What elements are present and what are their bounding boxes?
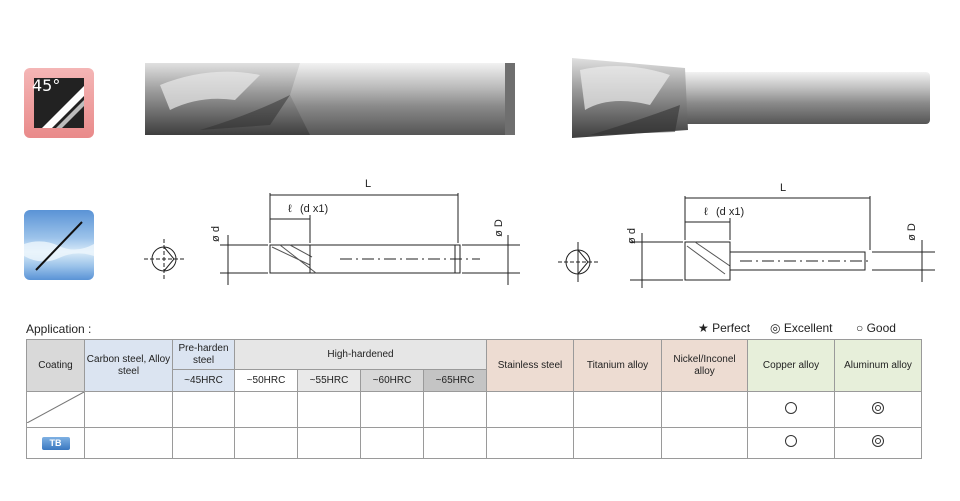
application-table: Coating Carbon steel, Alloy steel Pre-ha…	[26, 339, 922, 459]
tb-coating-badge: TB	[41, 436, 70, 450]
legend-good-label: Good	[866, 321, 896, 335]
legend-good: ○ Good	[856, 321, 896, 335]
dim-L-right: L	[780, 182, 787, 194]
header-titanium: Titanium alloy	[573, 339, 662, 392]
dim-L-left: L	[365, 178, 372, 190]
excellent-mark-icon	[872, 401, 884, 414]
header-high-hardened: High-hardened	[234, 339, 487, 370]
header-55hrc: ~55HRC	[297, 369, 361, 392]
header-coating: Coating	[26, 339, 85, 392]
header-60hrc: ~60HRC	[360, 369, 424, 392]
dim-D-right: ø D	[905, 223, 918, 241]
dim-l-right: ℓ	[704, 206, 708, 218]
good-mark-icon	[785, 401, 797, 414]
diagonal-slash-icon	[26, 391, 85, 424]
header-stainless: Stainless steel	[486, 339, 574, 392]
good-mark-icon	[785, 435, 797, 447]
application-label: Application :	[26, 322, 92, 336]
wave-cut-icon	[24, 210, 94, 280]
header-copper: Copper alloy	[747, 339, 835, 392]
header-aluminum: Aluminum alloy	[834, 339, 922, 392]
legend-perfect-label: Perfect	[712, 321, 751, 335]
end-mill-photo-right	[572, 58, 930, 138]
end-mill-photo-left	[145, 63, 515, 135]
double-circle-icon: ◎	[770, 321, 781, 335]
uncoated-cell	[26, 391, 85, 428]
legend-excellent: ◎ Excellent	[770, 321, 833, 335]
legend-excellent-label: Excellent	[783, 321, 833, 335]
dim-l-note-left: (d x1)	[300, 203, 329, 215]
dim-d-right: ø d	[625, 228, 638, 244]
star-icon: ★	[698, 321, 709, 335]
technical-drawing-left	[144, 193, 520, 285]
header-50hrc: ~50HRC	[234, 369, 298, 392]
dim-l-left: ℓ	[288, 203, 292, 215]
table-row-tb: TB	[26, 427, 922, 459]
header-nickel: Nickel/Inconel alloy	[661, 339, 748, 392]
header-pre-harden: Pre-harden steel	[172, 339, 235, 370]
table-row-uncoated	[26, 391, 922, 428]
header-65hrc: ~65HRC	[423, 369, 487, 392]
helix-45-icon	[34, 78, 84, 128]
header-carbon-steel: Carbon steel, Alloy steel	[84, 339, 173, 392]
helix-angle-badge: 45°	[24, 68, 94, 138]
header-45hrc: ~45HRC	[172, 369, 235, 392]
dim-l-note-right: (d x1)	[716, 206, 745, 218]
excellent-mark-icon	[872, 435, 884, 447]
helix-angle-label: 45°	[32, 76, 61, 95]
technical-drawing-right	[558, 196, 935, 288]
dim-d-left: ø d	[209, 226, 222, 242]
circle-icon: ○	[856, 321, 864, 335]
dim-D-left: ø D	[492, 219, 505, 237]
legend-perfect: ★ Perfect	[698, 321, 750, 335]
